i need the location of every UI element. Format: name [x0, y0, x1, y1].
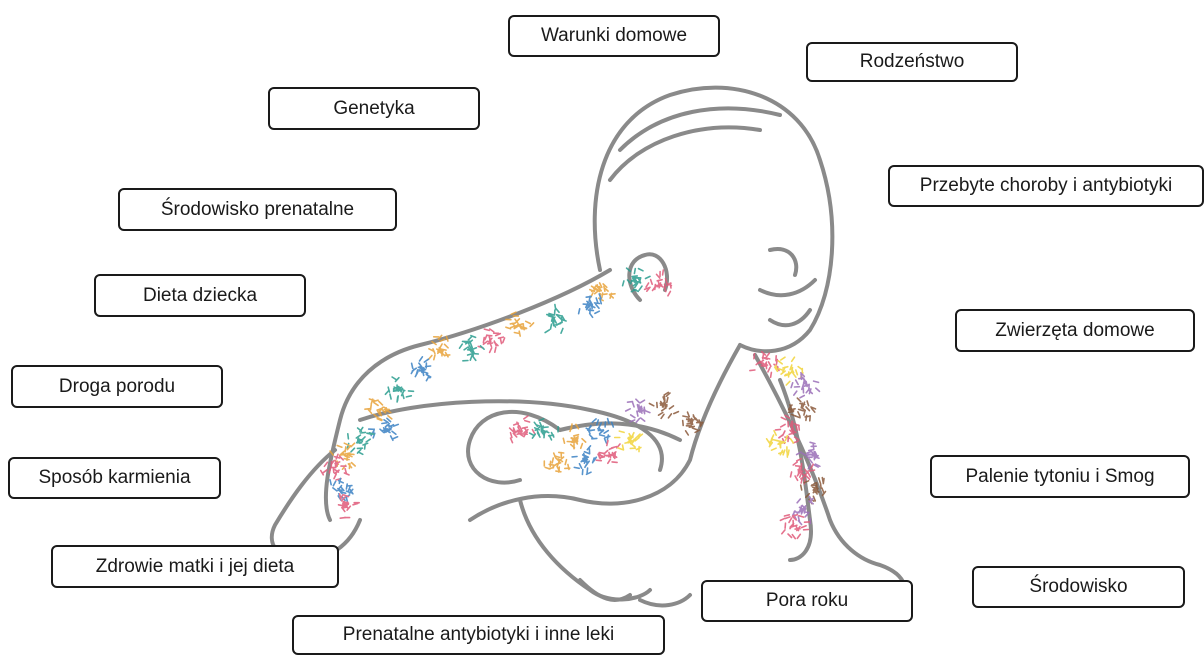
factor-zdrowie-matki: Zdrowie matki i jej dieta	[51, 545, 339, 588]
microbe-cluster	[411, 357, 430, 381]
microbe-cluster	[579, 294, 602, 317]
baby-front-arm-outline	[755, 355, 904, 599]
factor-zwierzeta-domowe: Zwierzęta domowe	[955, 309, 1195, 352]
baby-face-outline	[760, 249, 815, 325]
baby-hair-outline	[610, 108, 780, 180]
microbe-cluster	[545, 305, 566, 334]
microbe-cluster	[429, 335, 450, 359]
factor-palenie-tytoniu: Palenie tytoniu i Smog	[930, 455, 1190, 498]
factor-przebyte-choroby: Przebyte choroby i antybiotyki	[888, 165, 1204, 207]
microbe-cluster	[590, 283, 615, 301]
microbe-cluster	[369, 418, 399, 440]
factor-pora-roku: Pora roku	[701, 580, 913, 622]
microbe-cluster	[649, 392, 678, 418]
microbe-cluster	[596, 441, 620, 464]
microbe-cluster	[544, 452, 570, 472]
factor-dieta-dziecka: Dieta dziecka	[94, 274, 306, 317]
microbe-cluster	[460, 336, 485, 361]
microbe-cluster	[626, 399, 650, 422]
factor-warunki-domowe: Warunki domowe	[508, 15, 720, 57]
microbe-cluster	[330, 478, 353, 502]
microbe-cluster	[478, 329, 504, 352]
microbe-cluster	[510, 416, 535, 443]
microbe-cluster	[339, 494, 360, 518]
factor-sposob-karmienia: Sposób karmienia	[8, 457, 221, 499]
microbe-cluster	[615, 431, 643, 452]
factor-prenatalne-antybiotyki: Prenatalne antybiotyki i inne leki	[292, 615, 665, 655]
factor-droga-porodu: Droga porodu	[11, 365, 223, 408]
factor-rodzenstwo: Rodzeństwo	[806, 42, 1018, 82]
factor-srodowisko-prenatalne: Środowisko prenatalne	[118, 188, 397, 231]
baby-hand-outline	[580, 580, 690, 605]
microbe-cluster	[385, 377, 413, 402]
factor-srodowisko: Środowisko	[972, 566, 1185, 608]
microbe-cluster	[347, 428, 374, 455]
factor-genetyka: Genetyka	[268, 87, 480, 130]
microbe-cluster	[572, 446, 596, 475]
microbe-cluster	[780, 515, 809, 539]
baby-back-outline	[326, 270, 610, 520]
